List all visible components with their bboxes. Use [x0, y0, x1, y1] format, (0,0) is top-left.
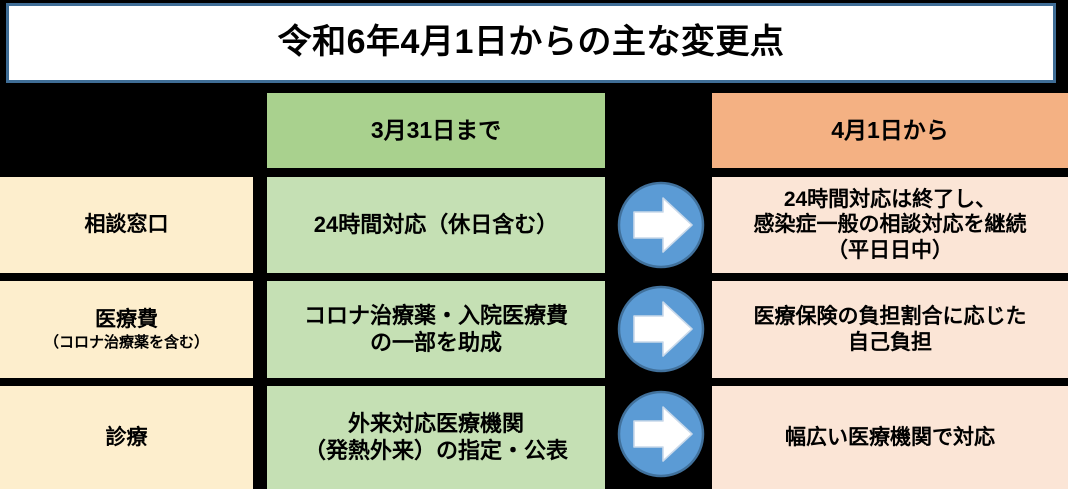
table-cell-after-treatment: 幅広い医療機関で対応	[712, 386, 1068, 489]
page-title-banner: 令和6年4月1日からの主な変更点	[6, 3, 1056, 83]
before-line: の一部を助成	[369, 329, 502, 355]
header-after-column: 4月1日から	[712, 93, 1068, 168]
right-arrow-icon	[617, 390, 705, 478]
header-after-label: 4月1日から	[831, 117, 949, 144]
after-line: 医療保険の負担割合に応じた	[753, 304, 1027, 328]
row-label-main: 診療	[105, 425, 148, 449]
right-arrow-icon	[617, 181, 705, 269]
row-label-main: 医療費	[95, 308, 158, 332]
row-label-sub: （コロナ治療薬を含む）	[43, 333, 209, 351]
header-before-label: 3月31日まで	[370, 117, 502, 144]
table-cell-before-treatment: 外来対応医療機関 （発熱外来）の指定・公表	[267, 386, 605, 489]
after-line: 自己負担	[848, 330, 932, 354]
table-row-label-medical-cost: 医療費 （コロナ治療薬を含む）	[0, 281, 253, 378]
before-line: 外来対応医療機関	[347, 410, 524, 436]
page-title: 令和6年4月1日からの主な変更点	[277, 23, 785, 62]
header-before-column: 3月31日まで	[267, 93, 605, 168]
table-row-label-consultation: 相談窓口	[0, 177, 253, 273]
after-line: 感染症一般の相談対応を継続	[753, 213, 1027, 237]
before-line: （発熱外来）の指定・公表	[303, 437, 568, 463]
table-cell-after-medical-cost: 医療保険の負担割合に応じた 自己負担	[712, 281, 1068, 378]
table-cell-before-consultation: 24時間対応（休日含む）	[267, 177, 605, 273]
after-line: （平日日中）	[827, 238, 953, 262]
row-label-main: 相談窓口	[84, 213, 169, 237]
table-row-label-treatment: 診療	[0, 386, 253, 489]
right-arrow-icon	[617, 285, 705, 373]
before-line: 24時間対応（休日含む）	[313, 211, 559, 237]
before-line: コロナ治療薬・入院医療費	[303, 302, 568, 328]
after-line: 幅広い医療機関で対応	[785, 425, 995, 449]
table-cell-after-consultation: 24時間対応は終了し、 感染症一般の相談対応を継続 （平日日中）	[712, 177, 1068, 273]
table-cell-before-medical-cost: コロナ治療薬・入院医療費 の一部を助成	[267, 281, 605, 378]
after-line: 24時間対応は終了し、	[783, 187, 997, 211]
